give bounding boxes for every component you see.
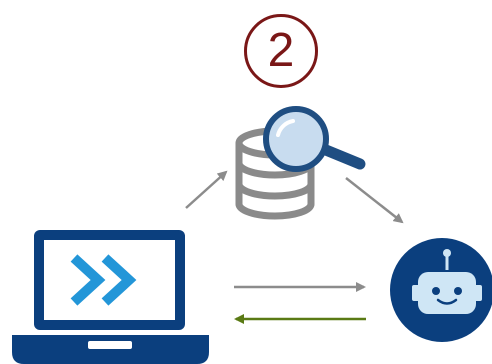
database-search-icon <box>235 106 366 220</box>
magnifier-icon <box>263 106 366 172</box>
arrow-laptop-to-database <box>185 170 228 209</box>
step-number-badge: 2 <box>244 14 318 88</box>
step-number-label: 2 <box>267 24 295 77</box>
laptop-icon <box>12 230 209 364</box>
arrow-database-to-bot <box>345 177 404 224</box>
fast-forward-icon <box>70 254 137 306</box>
robot-icon <box>390 238 492 342</box>
